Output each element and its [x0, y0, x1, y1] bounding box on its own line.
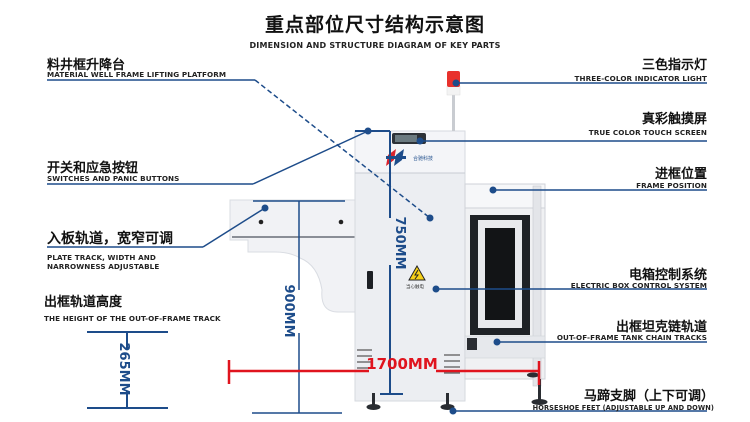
main-cabinet: 合驰科技 当心触电 — [354, 130, 466, 410]
label-plate-track-en-1: PLATE TRACK, WIDTH AND — [47, 253, 156, 262]
warning-text: 当心触电 — [406, 283, 424, 290]
dimension-total-length — [227, 360, 541, 385]
frame-tower — [464, 183, 548, 405]
label-horseshoe-feet-cn: 马蹄支脚（上下可调） — [583, 389, 714, 404]
label-electric-box-cn: 电箱控制系统 — [628, 268, 707, 283]
dimension-265-label: 265MM — [116, 342, 131, 395]
label-horseshoe-feet-en: HORSESHOE FEET (ADJUSTABLE UP AND DOWN) — [532, 404, 714, 412]
dimension-1700-label: 1700MM — [366, 355, 438, 373]
page-subtitle: DIMENSION AND STRUCTURE DIAGRAM OF KEY P… — [249, 41, 501, 50]
dimension-track-height — [87, 331, 168, 409]
dimension-750-label: 750MM — [392, 216, 407, 269]
dimension-machine-height — [252, 200, 345, 414]
label-indicator-light-en: THREE-COLOR INDICATOR LIGHT — [574, 74, 707, 83]
label-indicator-light-cn: 三色指示灯 — [641, 58, 707, 73]
label-plate-track-cn: 入板轨道，宽窄可调 — [47, 231, 173, 247]
high-voltage-warning-icon — [408, 264, 426, 281]
label-frame-position-cn: 进框位置 — [654, 167, 707, 182]
label-tank-chain-en: OUT-OF-FRAME TANK CHAIN TRACKS — [556, 333, 707, 342]
label-touch-screen-en: TRUE COLOR TOUCH SCREEN — [588, 128, 707, 137]
label-track-height-en: THE HEIGHT OF THE OUT-OF-FRAME TRACK — [44, 314, 221, 323]
label-switches-cn: 开关和应急按钮 — [47, 161, 139, 176]
brand-text: 合驰科技 — [413, 155, 433, 162]
label-lifting-platform-en: MATERIAL WELL FRAME LIFTING PLATFORM — [47, 70, 227, 79]
dimension-900-label: 900MM — [281, 284, 296, 337]
label-touch-screen-cn: 真彩触摸屏 — [641, 112, 707, 127]
label-electric-box-en: ELECTRIC BOX CONTROL SYSTEM — [570, 281, 707, 290]
page-title: 重点部位尺寸结构示意图 — [264, 14, 485, 36]
label-switches-en: SWITCHES AND PANIC BUTTONS — [47, 174, 180, 183]
infeed-plate-track — [229, 199, 356, 313]
leader-lines — [47, 79, 707, 412]
three-color-indicator-light — [446, 71, 461, 131]
label-frame-position-en: FRAME POSITION — [636, 181, 707, 190]
dimension-upper-height — [355, 130, 403, 395]
label-track-height-cn: 出框轨道高度 — [44, 295, 123, 310]
label-plate-track-en-2: NARROWNESS ADJUSTABLE — [47, 262, 160, 271]
leader-dots — [261, 79, 501, 415]
label-lifting-platform-cn: 料井框升降台 — [47, 58, 126, 73]
label-tank-chain-cn: 出框坦克链轨道 — [615, 320, 707, 335]
